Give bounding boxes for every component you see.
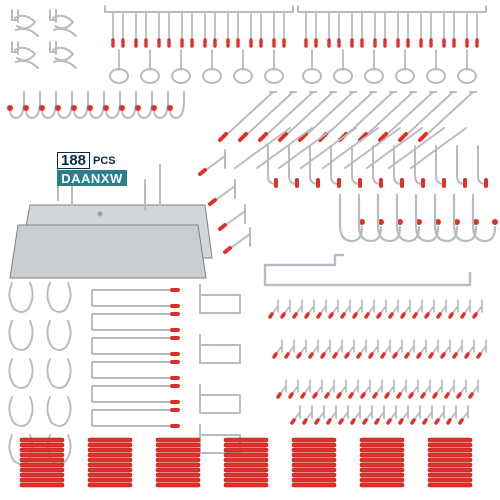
large-curved-j-hooks [338, 193, 498, 243]
straight-hooks-long [218, 91, 477, 169]
product-badge: 188 PCS DAANXW [57, 152, 154, 186]
small-red-tip-hooks [268, 299, 487, 425]
z-bar-hook [263, 253, 472, 287]
pegboard-plates [9, 159, 213, 279]
piece-unit: PCS [93, 154, 116, 167]
bracket-hooks [199, 284, 241, 454]
long-u-hooks [91, 288, 180, 428]
piece-count: 188 [57, 152, 91, 169]
badge-count-row: 188 PCS [57, 152, 154, 169]
multi-prong-rack-hooks [104, 5, 487, 84]
vertical-short-hooks [267, 145, 488, 188]
curved-loop-hooks [8, 282, 72, 465]
small-loop-hooks [11, 9, 77, 69]
j-hooks-row [7, 91, 185, 119]
brand-label: DAANXW [57, 170, 127, 186]
angled-short-hooks [198, 149, 251, 254]
red-locking-clips [19, 437, 473, 488]
